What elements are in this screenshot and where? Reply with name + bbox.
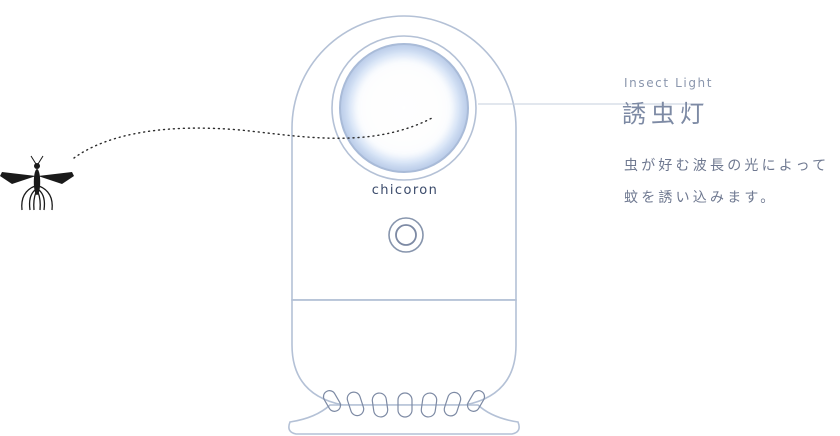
device-lower-shell — [291, 299, 517, 406]
vent-slot — [443, 391, 462, 417]
vent-slot — [346, 391, 365, 417]
mosquito-icon — [0, 155, 74, 211]
power-button[interactable] — [388, 217, 424, 253]
callout-description: 虫が好む波長の光によって 蚊を誘い込みます。 — [624, 150, 840, 214]
device-base — [288, 404, 520, 435]
callout-title-ja: 誘虫灯 — [622, 100, 709, 128]
vent-slot — [420, 392, 438, 418]
vent-slot — [371, 392, 389, 418]
flight-path — [73, 117, 433, 159]
vent-slot — [466, 390, 486, 412]
brand-logo: chicoron — [371, 183, 439, 198]
callout-title-en: Insect Light — [624, 76, 714, 90]
description-line: 蚊を誘い込みます。 — [624, 190, 778, 206]
insect-light — [331, 35, 477, 181]
vent-slot — [397, 392, 413, 418]
vent-slot — [322, 390, 342, 412]
description-line: 虫が好む波長の光によって — [624, 158, 830, 174]
vent-slots — [322, 390, 486, 418]
